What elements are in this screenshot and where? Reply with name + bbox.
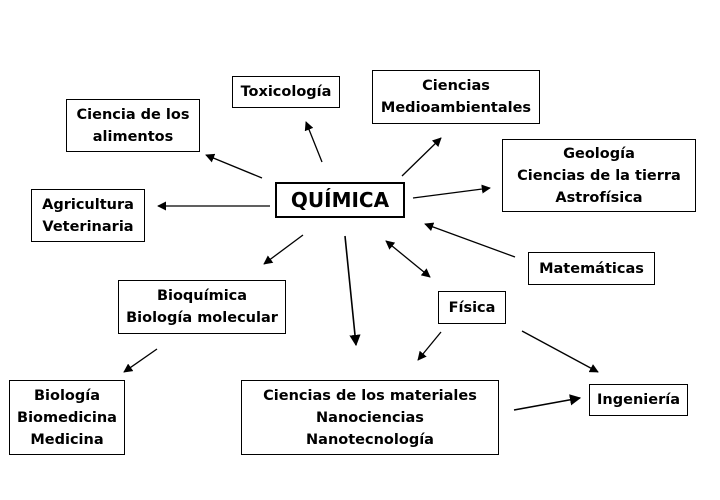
arrow-bioquimica-to-biologia xyxy=(123,348,158,373)
node-medioambientales: Ciencias Medioambientales xyxy=(372,70,540,124)
node-biologia-line-2: Biomedicina xyxy=(17,409,117,426)
node-agricultura-line-2: Veterinaria xyxy=(42,218,134,235)
node-biologia-line-1: Biología xyxy=(33,387,101,404)
arrow-fisica-to-materiales xyxy=(417,331,442,361)
node-materiales-line-3: Nanotecnología xyxy=(306,431,434,448)
node-medioambientales-line-2: Medioambientales xyxy=(380,100,532,116)
node-geologia-line-3: Astrofísica xyxy=(555,189,643,206)
arrow-matematicas-to-quimica xyxy=(424,222,516,258)
node-alimentos-line-1: Ciencia de los xyxy=(76,106,190,123)
arrow-quimica-to-alimentos xyxy=(205,153,263,179)
arrow-quimica-to-materiales xyxy=(344,235,361,347)
node-matematicas-line-1: Matemáticas xyxy=(539,260,644,277)
node-quimica: QUÍMICA xyxy=(275,182,405,218)
node-toxicologia: Toxicología xyxy=(232,76,340,108)
node-materiales-line-2: Nanociencias xyxy=(316,409,424,426)
node-biologia-line-3: Medicina xyxy=(30,431,104,448)
arrow-quimica-fisica-bidirectional xyxy=(385,240,431,278)
arrow-materiales-to-ingenieria xyxy=(513,394,582,411)
node-geologia-line-2: Ciencias de la tierra xyxy=(517,167,681,184)
node-biologia: Biología Biomedicina Medicina xyxy=(9,380,125,455)
node-medioambientales-line-1: Ciencias xyxy=(422,78,490,94)
node-fisica: Física xyxy=(438,291,506,324)
node-agricultura: Agricultura Veterinaria xyxy=(31,189,145,242)
arrow-quimica-to-geologia xyxy=(412,184,491,199)
arrow-fisica-to-ingenieria xyxy=(521,330,599,373)
arrow-quimica-to-medioambientales xyxy=(401,137,442,177)
node-bioquimica: Bioquímica Biología molecular xyxy=(118,280,286,334)
node-ingenieria-line-1: Ingeniería xyxy=(597,392,680,408)
node-geologia-line-1: Geología xyxy=(563,145,635,162)
node-toxicologia-line-1: Toxicología xyxy=(240,84,332,100)
arrow-quimica-to-toxicologia xyxy=(304,121,323,163)
node-quimica-label: QUÍMICA xyxy=(290,188,390,212)
node-bioquimica-line-1: Bioquímica xyxy=(156,288,248,304)
arrow-quimica-to-bioquimica xyxy=(263,234,304,265)
node-matematicas: Matemáticas xyxy=(528,252,655,285)
node-geologia: Geología Ciencias de la tierra Astrofísi… xyxy=(502,139,696,212)
node-ingenieria: Ingeniería xyxy=(589,384,688,416)
node-materiales: Ciencias de los materiales Nanociencias … xyxy=(241,380,499,455)
node-materiales-line-1: Ciencias de los materiales xyxy=(263,387,477,404)
node-fisica-line-1: Física xyxy=(448,299,496,316)
node-agricultura-line-1: Agricultura xyxy=(42,196,134,213)
node-alimentos-line-2: alimentos xyxy=(92,128,174,145)
node-bioquimica-line-2: Biología molecular xyxy=(126,310,278,326)
node-alimentos: Ciencia de los alimentos xyxy=(66,99,200,152)
